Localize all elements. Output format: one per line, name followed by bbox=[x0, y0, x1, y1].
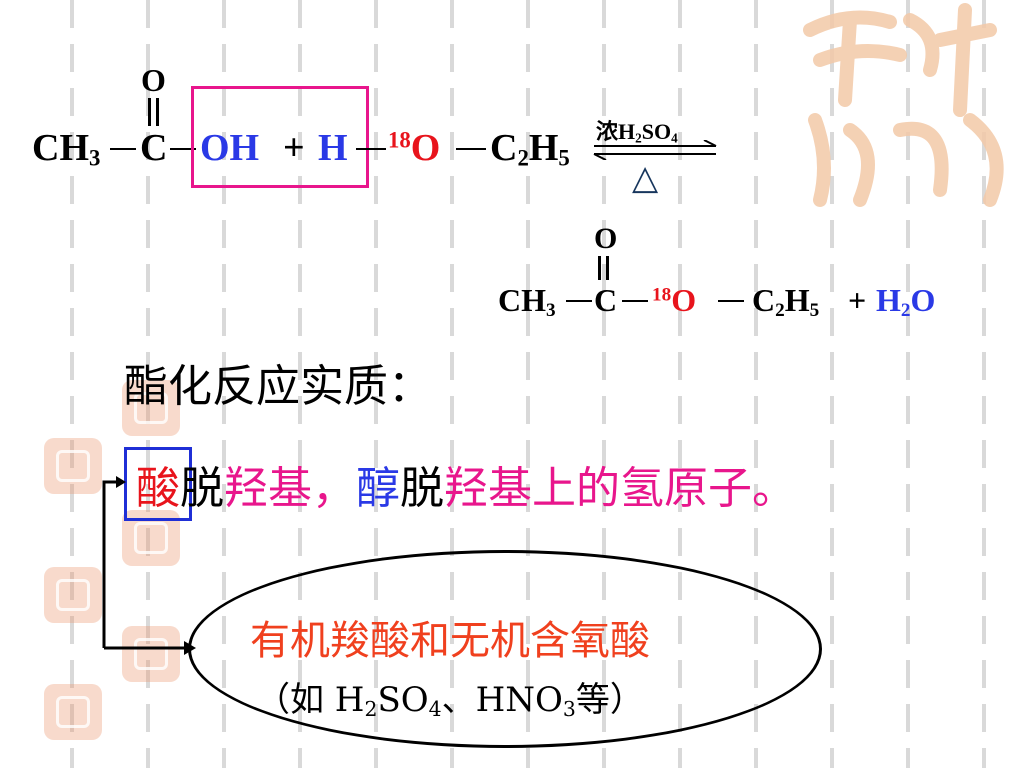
reaction2-plus: + bbox=[848, 282, 867, 318]
seal-small-1 bbox=[122, 380, 180, 436]
acid-type-line-1: 有机羧酸和无机含氧酸 bbox=[250, 618, 650, 664]
reaction1-o18: 18O bbox=[388, 127, 441, 169]
reaction1-bond-1 bbox=[110, 148, 136, 150]
reaction1-double-bond-right bbox=[156, 98, 159, 126]
seal-small-2 bbox=[44, 438, 102, 494]
seal-small-6 bbox=[44, 684, 102, 740]
reaction1-bond-4 bbox=[456, 148, 486, 150]
acid-type-ellipse bbox=[188, 550, 822, 748]
reaction2-carbonyl-o: O bbox=[594, 222, 618, 255]
reaction1-plus: + bbox=[283, 127, 305, 169]
equilibrium-arrow-icon bbox=[593, 140, 717, 160]
statement-alcohol: 醇 bbox=[356, 463, 400, 514]
reaction2-carbon: C bbox=[594, 282, 618, 318]
reaction2-bond-1 bbox=[566, 300, 592, 302]
reaction2-c2h5: C2H5 bbox=[752, 282, 820, 321]
statement-hydroxyl: 羟基， bbox=[224, 463, 356, 514]
reaction2-double-bond-right bbox=[606, 256, 609, 280]
seal-small-5 bbox=[122, 626, 180, 682]
reaction1-oh: OH bbox=[200, 127, 260, 169]
reaction1-carbon: C bbox=[140, 127, 168, 169]
reaction2-water: H2O bbox=[876, 282, 936, 321]
reaction1-bond-2 bbox=[170, 148, 196, 150]
reaction2-bond-3 bbox=[718, 300, 744, 302]
acid-type-line-2: （如 H2SO4、HNO3等） bbox=[256, 680, 644, 722]
statement-remove-2: 脱 bbox=[400, 463, 444, 514]
reaction2-o18: 18O bbox=[652, 282, 697, 318]
connector-arrows bbox=[102, 476, 196, 655]
reaction2-bond-2 bbox=[622, 300, 648, 302]
statement-acid: 酸 bbox=[136, 463, 180, 514]
reaction1-h: H bbox=[318, 127, 348, 169]
reaction2-ch3: CH3 bbox=[498, 282, 556, 321]
reaction1-oh-highlight-box bbox=[191, 86, 369, 188]
heat-symbol: △ bbox=[632, 160, 659, 197]
reaction1-catalyst: 浓H2SO4 bbox=[596, 119, 678, 146]
seal-small-4 bbox=[44, 567, 102, 623]
statement-line: 酸脱羟基，醇脱羟基上的氢原子。 bbox=[136, 452, 796, 516]
statement-hydroxyl-hydrogen: 羟基上的氢原子。 bbox=[444, 463, 796, 514]
statement-remove-1: 脱 bbox=[180, 463, 224, 514]
essence-heading: 酯化反应实质： bbox=[124, 361, 432, 412]
reaction1-c2h5: C2H5 bbox=[490, 127, 570, 171]
reaction1-ch3: CH3 bbox=[32, 127, 101, 171]
reaction2-double-bond-left bbox=[598, 256, 601, 280]
reaction1-carbonyl-o: O bbox=[141, 62, 166, 98]
seal-watermark-large bbox=[803, 3, 1004, 207]
reaction1-bond-3 bbox=[356, 148, 386, 150]
reaction1-double-bond-left bbox=[148, 98, 151, 126]
acid-highlight-box bbox=[124, 447, 192, 521]
